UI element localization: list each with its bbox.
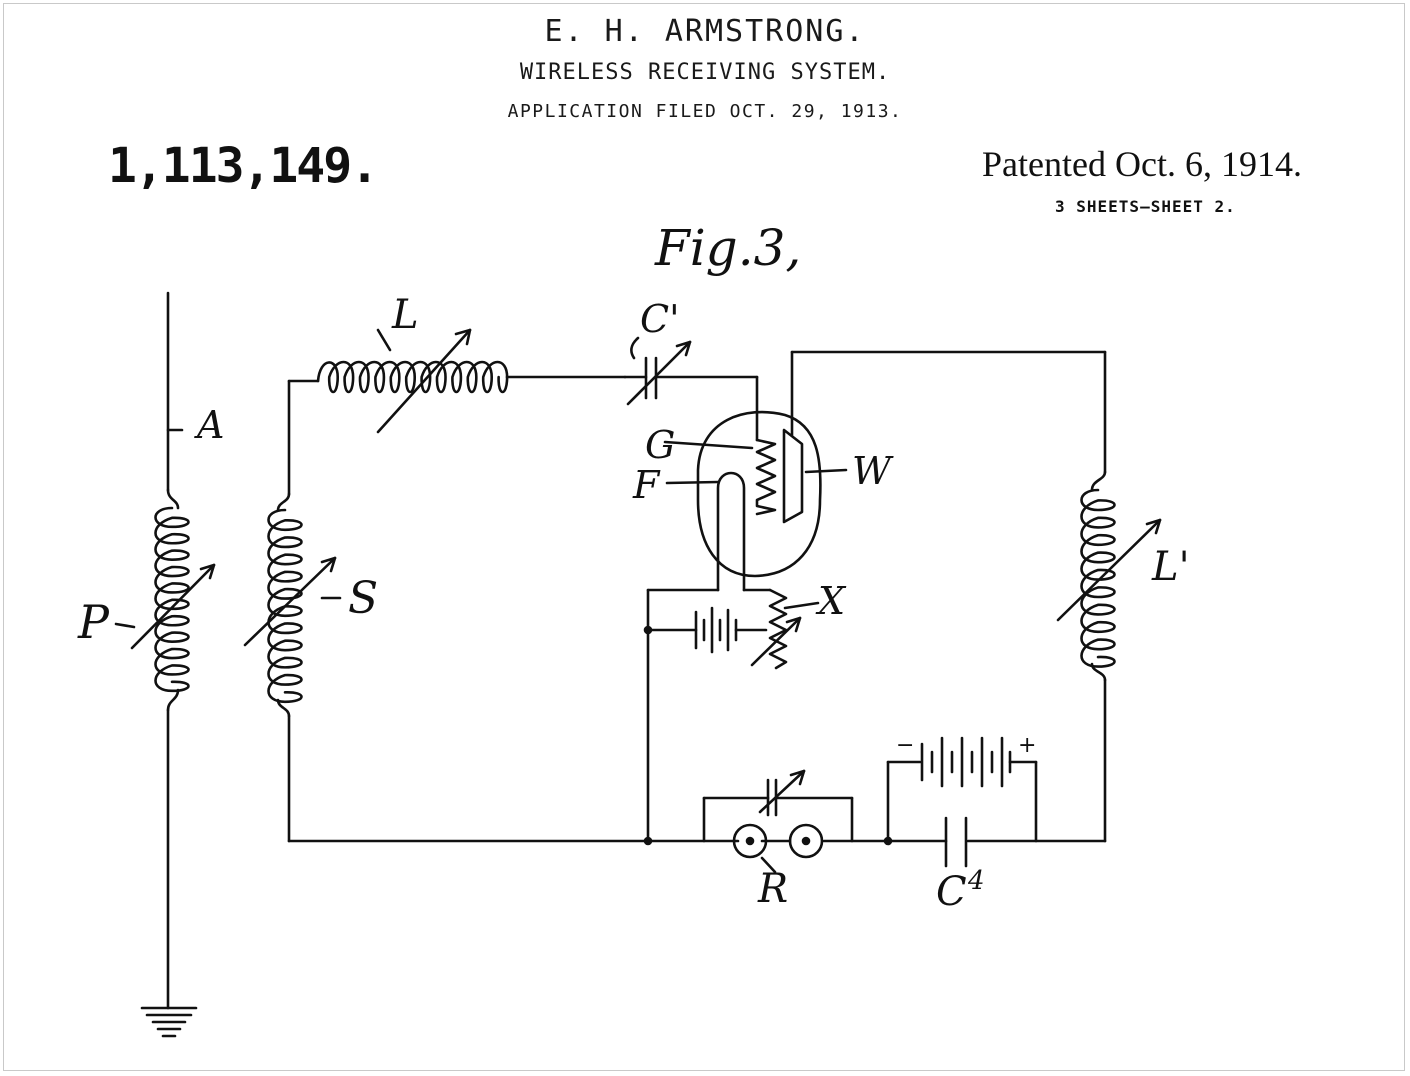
bottom-bus (287, 625, 1107, 846)
inventor-name: E. H. ARMSTRONG. (544, 14, 866, 49)
grid-condenser-C1 (623, 336, 759, 406)
label-X: X (815, 579, 847, 623)
filament-F (716, 471, 746, 592)
label-L: L (391, 292, 419, 338)
label-R: R (757, 866, 788, 912)
label-A: A (194, 403, 224, 447)
leader-F (665, 480, 720, 485)
battery-plus: + (1018, 733, 1036, 758)
secondary-coil-S (243, 508, 337, 704)
ground-icon (140, 1006, 198, 1038)
leader-G (663, 440, 754, 450)
rheostat-X (750, 588, 820, 670)
loading-coil-L (316, 328, 627, 434)
label-S: S (348, 573, 378, 624)
label-C1: C' (640, 297, 680, 341)
audion-tube (696, 410, 822, 578)
label-W: W (852, 449, 894, 493)
receiver-R (732, 823, 824, 874)
label-F: F (632, 463, 661, 507)
label-L1: L' (1151, 544, 1190, 590)
plate-W (782, 350, 1107, 524)
plate-battery (886, 736, 1038, 843)
antenna-lead (166, 291, 184, 1010)
plate-coil-L1 (1056, 350, 1162, 843)
sheet-count: 3 SHEETS—SHEET 2. (1055, 197, 1236, 216)
battery-minus: − (896, 733, 914, 758)
patented-date: Patented Oct. 6, 1914. (982, 144, 1302, 184)
patent-subject: WIRELESS RECEIVING SYSTEM. (519, 60, 891, 85)
label-G: G (645, 423, 675, 467)
condenser-C4 (944, 816, 968, 868)
primary-coil-P (130, 506, 216, 693)
secondary-wiring (276, 379, 320, 843)
label-P: P (77, 595, 110, 649)
grid-G (755, 375, 777, 516)
filing-date: APPLICATION FILED OCT. 29, 1913. (507, 101, 903, 122)
patent-number: 1,113,149. (108, 138, 379, 194)
label-C4: C (936, 869, 967, 915)
figure-title: Fig.3, (654, 219, 801, 277)
filament-circuit (646, 588, 772, 843)
label-C4-superscript: 4 (967, 866, 985, 896)
